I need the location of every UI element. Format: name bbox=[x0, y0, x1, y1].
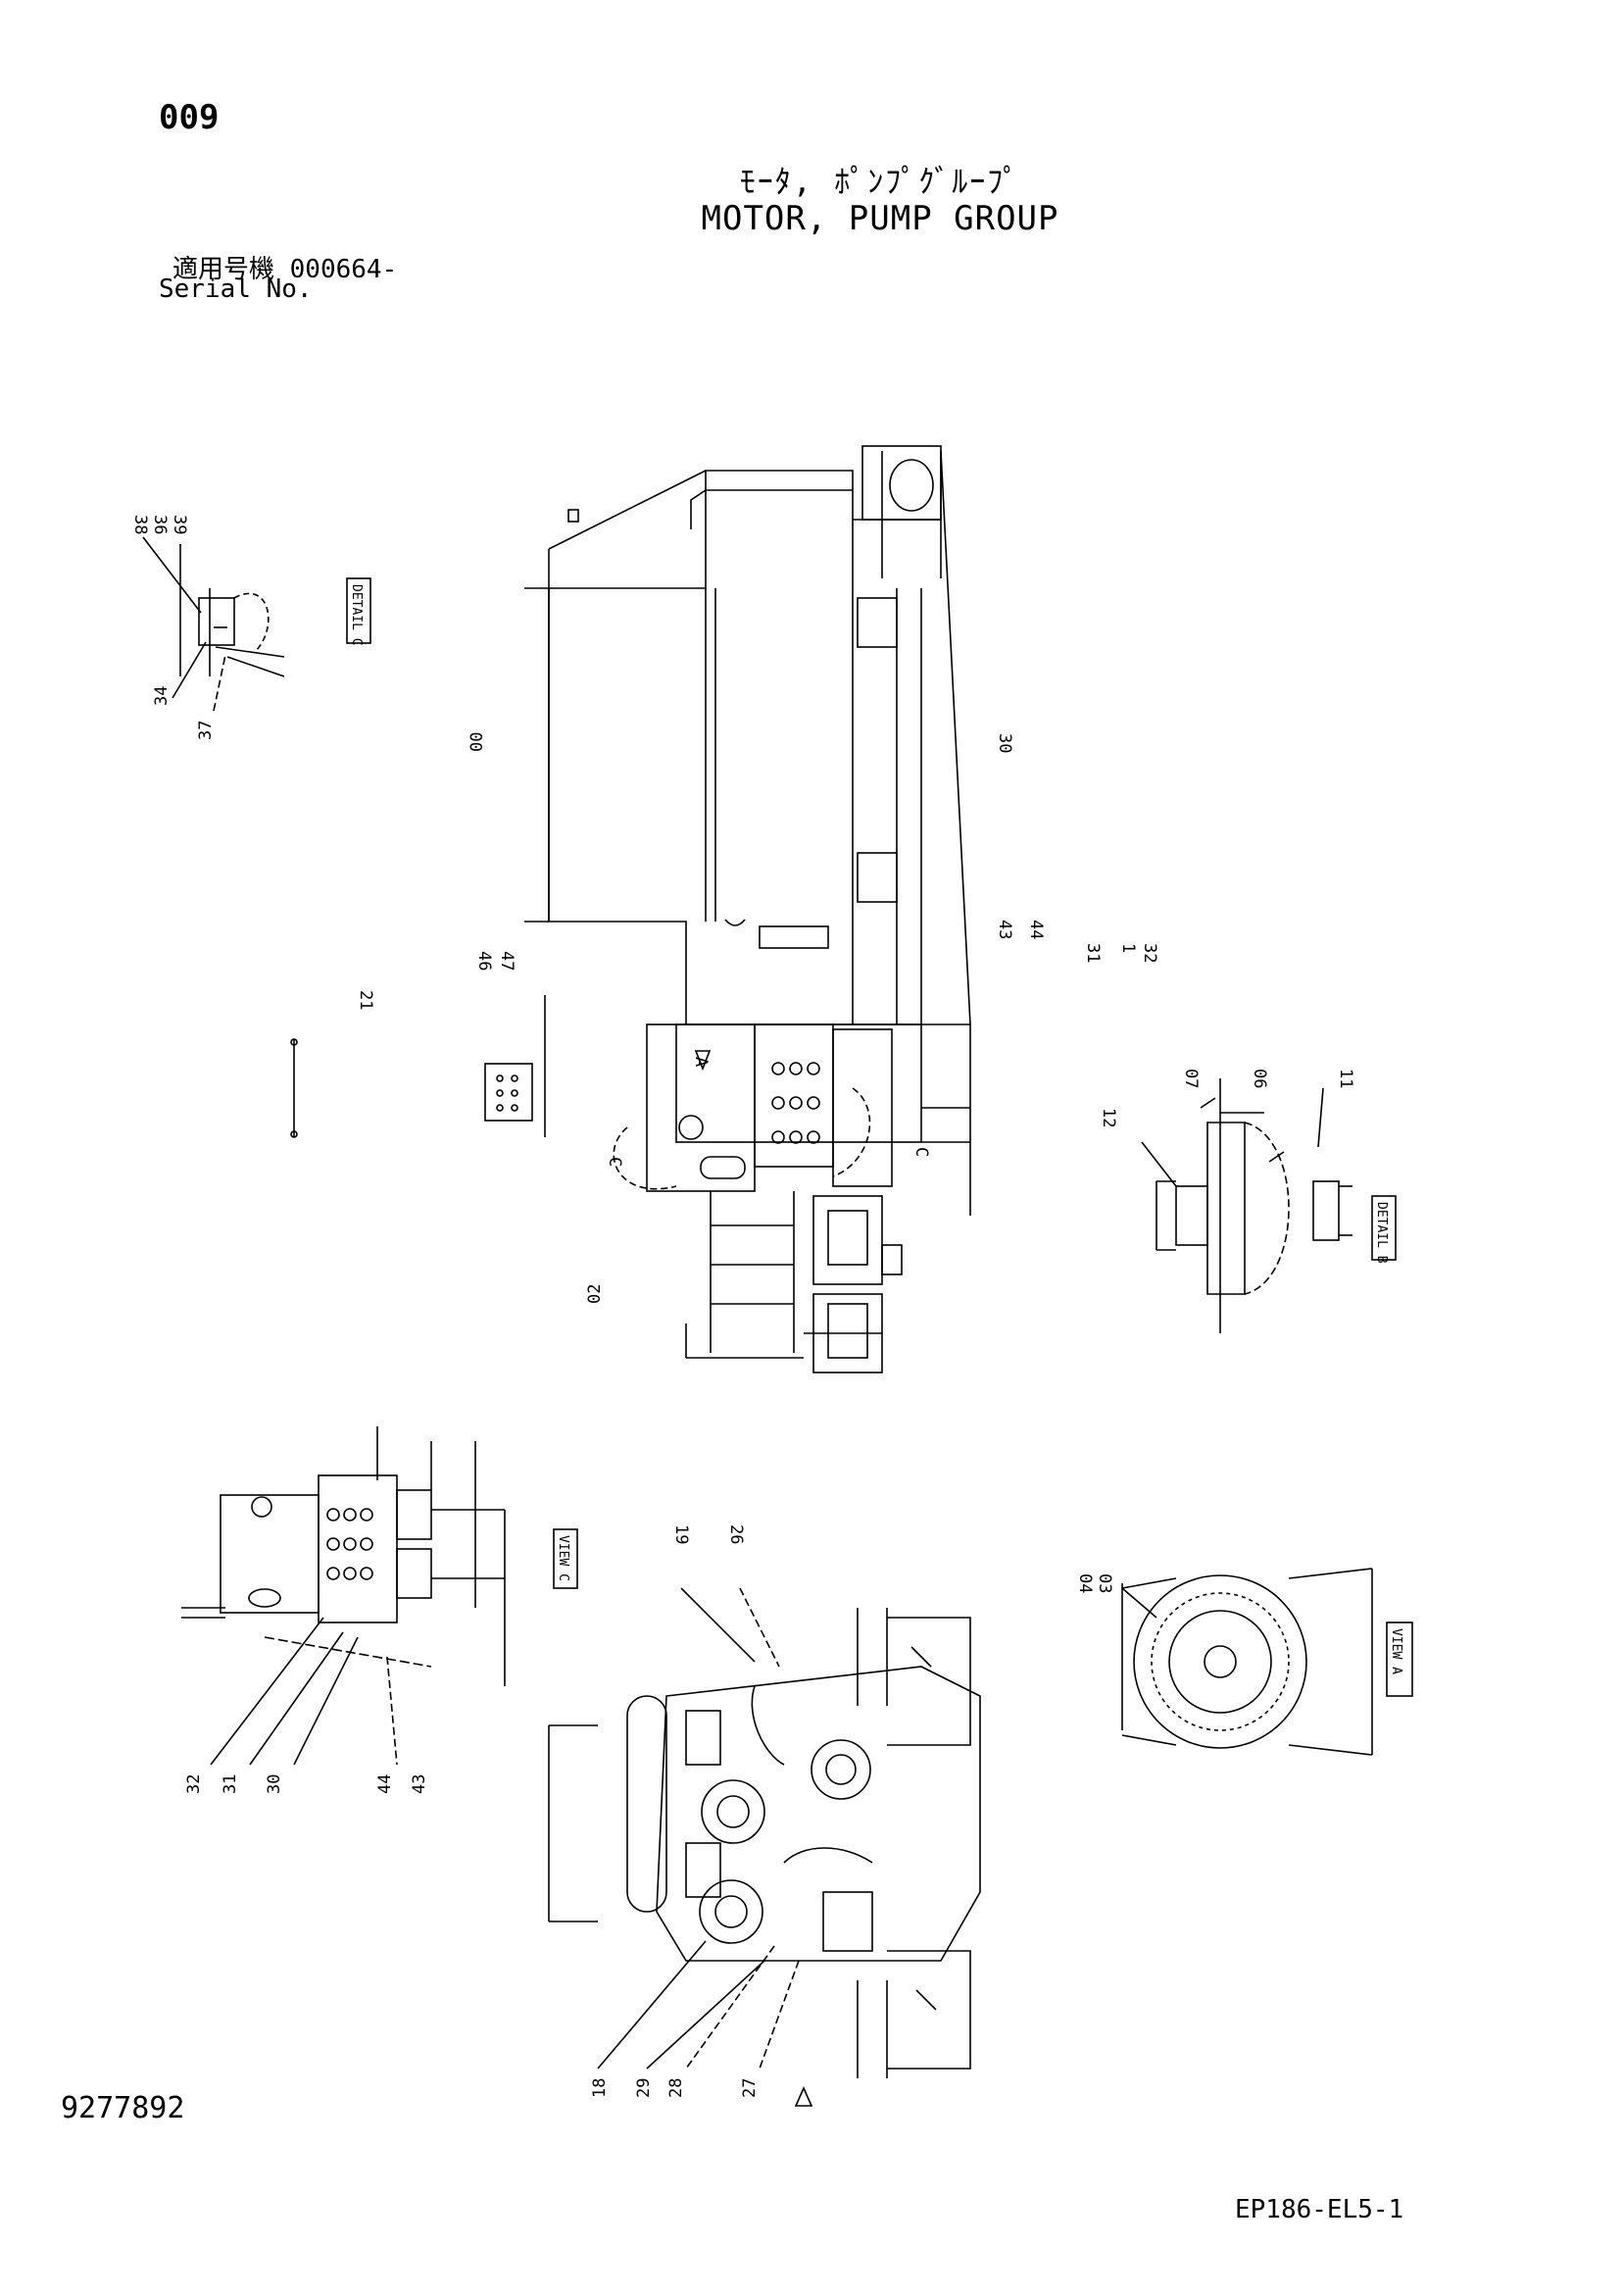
callout-label: 1 bbox=[1118, 943, 1138, 953]
callout-label: 28 bbox=[666, 2078, 686, 2098]
callout-label: 03 bbox=[1095, 1573, 1114, 1593]
detail-b-tag: DETAIL B bbox=[1374, 1202, 1389, 1264]
view-tags: DETAIL C DETAIL B VIEW C VIEW A A bbox=[349, 584, 1403, 1674]
drawing-code: EP186-EL5-1 bbox=[1235, 2195, 1404, 2224]
callout-labels: 38 36 39 34 37 00 30 43 44 31 1 32 46 47… bbox=[130, 515, 1355, 2098]
page-number: 009 bbox=[159, 98, 220, 137]
pump-block-view bbox=[613, 1023, 971, 1373]
callout-label: 19 bbox=[671, 1524, 691, 1544]
detail-c-tag: DETAIL C bbox=[349, 584, 364, 646]
callout-label: 32 bbox=[1140, 943, 1159, 963]
callout-label: 44 bbox=[1026, 920, 1046, 939]
callout-label: C bbox=[605, 1157, 624, 1167]
callout-label: 43 bbox=[410, 1774, 429, 1794]
page-title: MOTOR, PUMP GROUP bbox=[701, 199, 1059, 238]
callout-label: 43 bbox=[995, 920, 1014, 939]
callout-label: 00 bbox=[467, 732, 487, 752]
callout-label: 46 bbox=[474, 951, 494, 971]
motor-side-view bbox=[524, 445, 971, 1025]
pump-group-top-view bbox=[548, 1587, 981, 2107]
callout-label: 06 bbox=[1250, 1069, 1269, 1088]
callout-label: 31 bbox=[1083, 943, 1103, 963]
view-c-drawing bbox=[181, 1426, 578, 1766]
serial-label: Serial No. bbox=[159, 275, 313, 304]
callout-label: 02 bbox=[585, 1284, 605, 1304]
callout-label: 11 bbox=[1336, 1069, 1355, 1088]
marker-a: A bbox=[691, 1057, 711, 1067]
callout-label: 07 bbox=[1181, 1069, 1201, 1088]
callout-label: 31 bbox=[221, 1774, 240, 1794]
callout-label: 12 bbox=[1099, 1108, 1118, 1127]
callout-label: C bbox=[911, 1147, 931, 1157]
serial-label-japanese: 適用号機 000664- bbox=[172, 255, 398, 284]
callout-label: 38 bbox=[130, 515, 150, 534]
callout-label: 26 bbox=[726, 1524, 746, 1544]
callout-label: 36 bbox=[150, 515, 170, 534]
view-a-flange bbox=[1121, 1568, 1413, 1756]
callout-label: 39 bbox=[170, 515, 189, 534]
bracket-detail-21 bbox=[290, 995, 546, 1138]
callout-label: 04 bbox=[1075, 1573, 1095, 1593]
detail-b-view bbox=[1141, 1078, 1397, 1333]
callout-label: 30 bbox=[995, 733, 1014, 753]
callout-label: 34 bbox=[152, 686, 172, 706]
view-a-tag: VIEW A bbox=[1389, 1628, 1403, 1674]
callout-label: 32 bbox=[184, 1774, 204, 1794]
document-number: 9277892 bbox=[61, 2091, 185, 2125]
detail-c-view bbox=[142, 536, 371, 712]
view-c-tag: VIEW C bbox=[556, 1535, 570, 1581]
callout-label: 29 bbox=[634, 2078, 654, 2098]
callout-label: 47 bbox=[497, 951, 516, 971]
page-title-japanese: ﾓｰﾀ, ﾎﾟﾝﾌﾟｸﾞﾙｰﾌﾟ bbox=[739, 163, 1021, 200]
callout-label: 21 bbox=[356, 990, 375, 1010]
callout-label: 37 bbox=[196, 721, 216, 740]
callout-label: 44 bbox=[375, 1774, 395, 1794]
callout-label: 30 bbox=[265, 1774, 284, 1794]
callout-label: 27 bbox=[740, 2078, 760, 2098]
callout-label: 18 bbox=[590, 2078, 610, 2098]
